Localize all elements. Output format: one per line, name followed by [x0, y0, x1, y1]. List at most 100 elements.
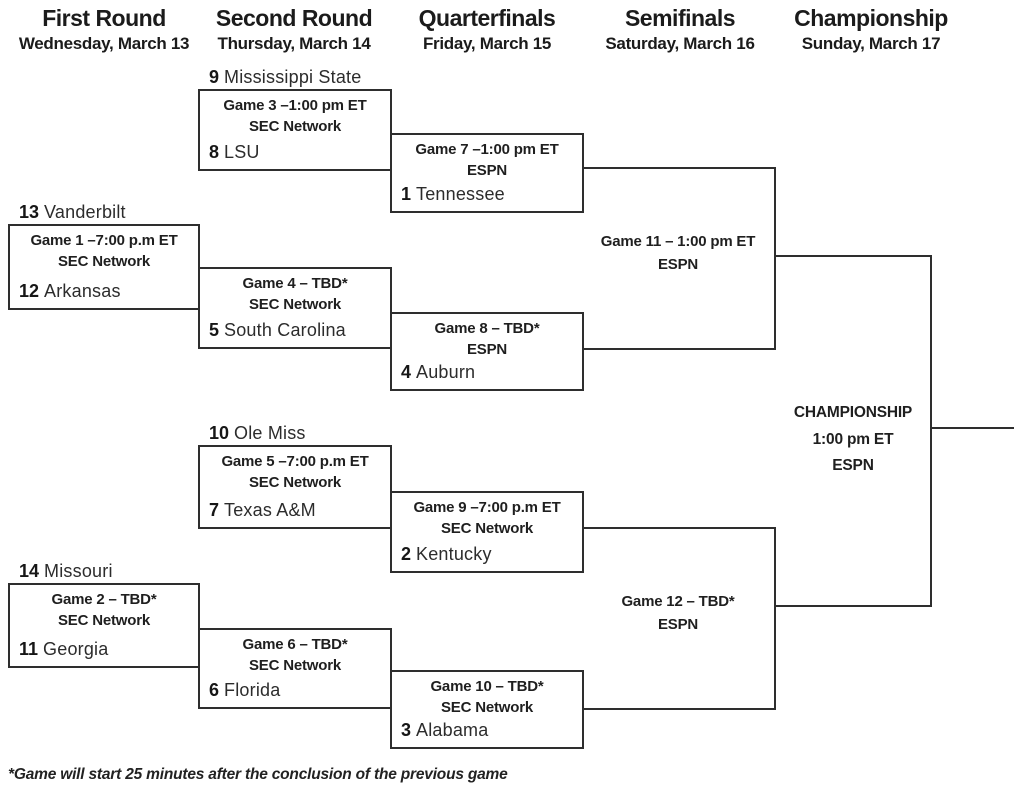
game-10-title: Game 10 – TBD* — [430, 678, 544, 695]
round-date: Friday, March 15 — [422, 34, 552, 54]
championship-bracket-line — [930, 255, 932, 607]
game-3-info: Game 3 –1:00 pm ET SEC Network — [200, 96, 390, 137]
round-title: Championship — [794, 5, 948, 31]
column-header-semifinals: Semifinals Saturday, March 16 — [570, 5, 790, 54]
column-header-championship: Championship Sunday, March 17 — [761, 5, 981, 54]
game-4-title: Game 4 – TBD* — [242, 275, 348, 292]
game-10-network: SEC Network — [441, 698, 533, 716]
champion-line — [930, 427, 1014, 429]
game-3-title: Game 3 –1:00 pm ET — [223, 97, 367, 114]
game-9-network: SEC Network — [441, 519, 533, 537]
team-name: South Carolina — [224, 320, 346, 340]
seed: 8 — [209, 142, 220, 162]
team-name: Texas A&M — [224, 500, 316, 520]
game-12-network: ESPN — [657, 615, 699, 633]
column-header-quarterfinals: Quarterfinals Friday, March 15 — [377, 5, 597, 54]
championship-network: ESPN — [832, 457, 874, 475]
team-name: Kentucky — [416, 544, 492, 564]
column-header-second-round: Second Round Thursday, March 14 — [184, 5, 404, 54]
game-12-info: Game 12 – TBD* ESPN — [621, 591, 734, 636]
game-11-info: Game 11 – 1:00 pm ET ESPN — [600, 231, 756, 276]
round-title: Quarterfinals — [418, 5, 556, 31]
seed: 7 — [209, 500, 220, 520]
round-title: Second Round — [215, 5, 373, 31]
game-4-info: Game 4 – TBD* SEC Network — [200, 274, 390, 315]
game-7-title: Game 7 –1:00 pm ET — [415, 141, 559, 158]
game-1-title: Game 1 –7:00 p.m ET — [30, 232, 178, 249]
round-date: Thursday, March 14 — [217, 34, 371, 54]
game-2-title: Game 2 – TBD* — [51, 591, 157, 608]
round-date: Wednesday, March 13 — [18, 34, 190, 54]
game-1-network: SEC Network — [58, 252, 150, 270]
team-name: Georgia — [43, 639, 109, 659]
seed: 1 — [401, 184, 412, 204]
semifinal-1-winner-line — [774, 255, 932, 257]
game-11-title: Game 11 – 1:00 pm ET — [600, 233, 756, 250]
game-5-title: Game 5 –7:00 p.m ET — [221, 453, 369, 470]
championship-label: CHAMPIONSHIP — [793, 404, 913, 421]
seed: 5 — [209, 320, 220, 340]
seed: 3 — [401, 720, 412, 740]
championship-info: CHAMPIONSHIP 1:00 pm ET ESPN — [772, 400, 934, 480]
seed: 14 — [19, 561, 40, 581]
seed: 11 — [19, 639, 39, 659]
game-8-info: Game 8 – TBD* ESPN — [392, 319, 582, 360]
round-title: Semifinals — [624, 5, 736, 31]
seed: 9 — [209, 67, 220, 87]
seed: 12 — [19, 281, 40, 301]
team-name: Arkansas — [44, 281, 121, 301]
seed: 2 — [401, 544, 412, 564]
game-6-title: Game 6 – TBD* — [242, 636, 348, 653]
team-name: Alabama — [416, 720, 489, 740]
championship-time: 1:00 pm ET — [812, 430, 894, 448]
game-11-network: ESPN — [657, 255, 699, 273]
seed: 10 — [209, 423, 230, 443]
game-6-info: Game 6 – TBD* SEC Network — [200, 635, 390, 676]
team-name: Tennessee — [416, 184, 505, 204]
game-12-title: Game 12 – TBD* — [621, 593, 735, 610]
game-6-network: SEC Network — [249, 656, 341, 674]
semifinal-2-winner-line — [774, 605, 932, 607]
game-8-title: Game 8 – TBD* — [434, 320, 540, 337]
game-1-info: Game 1 –7:00 p.m ET SEC Network — [10, 231, 198, 272]
game-5-info: Game 5 –7:00 p.m ET SEC Network — [200, 452, 390, 493]
game-2-network: SEC Network — [58, 611, 150, 629]
game-10-info: Game 10 – TBD* SEC Network — [392, 677, 582, 718]
round-date: Sunday, March 17 — [801, 34, 941, 54]
game-7-network: ESPN — [466, 161, 508, 179]
round-date: Saturday, March 16 — [605, 34, 755, 54]
game-9-title: Game 9 –7:00 p.m ET — [413, 499, 561, 516]
team-name: Missouri — [44, 561, 113, 581]
game-5-network: SEC Network — [249, 473, 341, 491]
team-name: Florida — [224, 680, 281, 700]
column-header-first-round: First Round Wednesday, March 13 — [0, 5, 214, 54]
game-12-bracket: Game 12 – TBD* ESPN — [582, 527, 776, 710]
game-4-network: SEC Network — [249, 295, 341, 313]
team-name: LSU — [224, 142, 260, 162]
seed: 6 — [209, 680, 220, 700]
